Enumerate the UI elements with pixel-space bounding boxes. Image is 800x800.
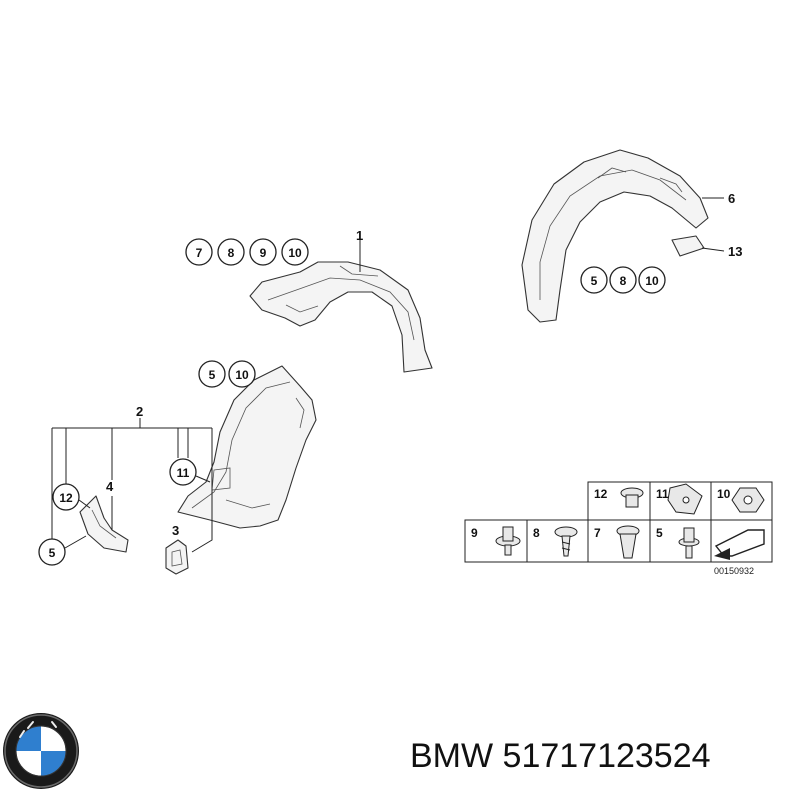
brand-part-number: BMW 51717123524: [410, 737, 711, 775]
callout-group-upper: 7 8 9 10: [185, 238, 309, 266]
part-label-6: 6: [728, 191, 735, 206]
nut-10-icon: [731, 487, 765, 513]
callout-5: 5: [209, 368, 216, 382]
clip-12-icon: [620, 487, 644, 508]
part-label-13: 13: [728, 244, 742, 259]
push-rivet-5-icon: [678, 527, 700, 559]
part-label-5: 5: [49, 546, 56, 560]
bmw-logo: [3, 713, 79, 789]
rivet-9-icon: [495, 526, 521, 556]
callout-10: 10: [645, 274, 659, 288]
wheel-arch-liner-upper: [249, 261, 433, 373]
callout-5: 5: [591, 274, 598, 288]
callout-8: 8: [228, 246, 235, 260]
callout-7: 7: [196, 246, 203, 260]
part-label-1: 1: [356, 228, 363, 243]
legend-label-8: 8: [533, 526, 540, 540]
direction-arrow-icon: [714, 529, 765, 560]
wheel-arch-liner-rear: [521, 149, 709, 323]
expansion-clip-7-icon: [616, 525, 640, 559]
callout-10: 10: [288, 246, 302, 260]
callout-8: 8: [620, 274, 627, 288]
legend-label-9: 9: [471, 526, 478, 540]
callout-circle-5: [38, 538, 66, 566]
bracket-3: [165, 539, 189, 575]
part-label-3: 3: [172, 523, 179, 538]
callout-9: 9: [260, 246, 267, 260]
legend-label-10: 10: [717, 487, 731, 501]
trim-piece-4: [79, 495, 129, 553]
legend-label-5: 5: [656, 526, 663, 540]
part-label-4: 4: [106, 479, 114, 494]
catalog-number: 00150932: [714, 566, 754, 576]
screw-8-icon: [554, 526, 578, 557]
legend-label-11: 11: [656, 487, 669, 501]
callout-group-right: 5 8 10: [580, 266, 666, 294]
speed-nut-11-icon: [667, 483, 703, 515]
part-label-2: 2: [136, 404, 143, 419]
hardware-legend: 12 11 10 9 8 7 5: [464, 481, 773, 576]
part-label-11: 11: [177, 466, 190, 480]
legend-label-7: 7: [594, 526, 601, 540]
part-label-12: 12: [59, 491, 73, 505]
callout-circle-12: [52, 483, 80, 511]
legend-label-12: 12: [594, 487, 608, 501]
wheel-arch-liner-front: [177, 365, 317, 529]
callout-10: 10: [235, 368, 249, 382]
callout-circle-11: [169, 458, 197, 486]
callout-group-mid: 5 10: [198, 360, 256, 388]
